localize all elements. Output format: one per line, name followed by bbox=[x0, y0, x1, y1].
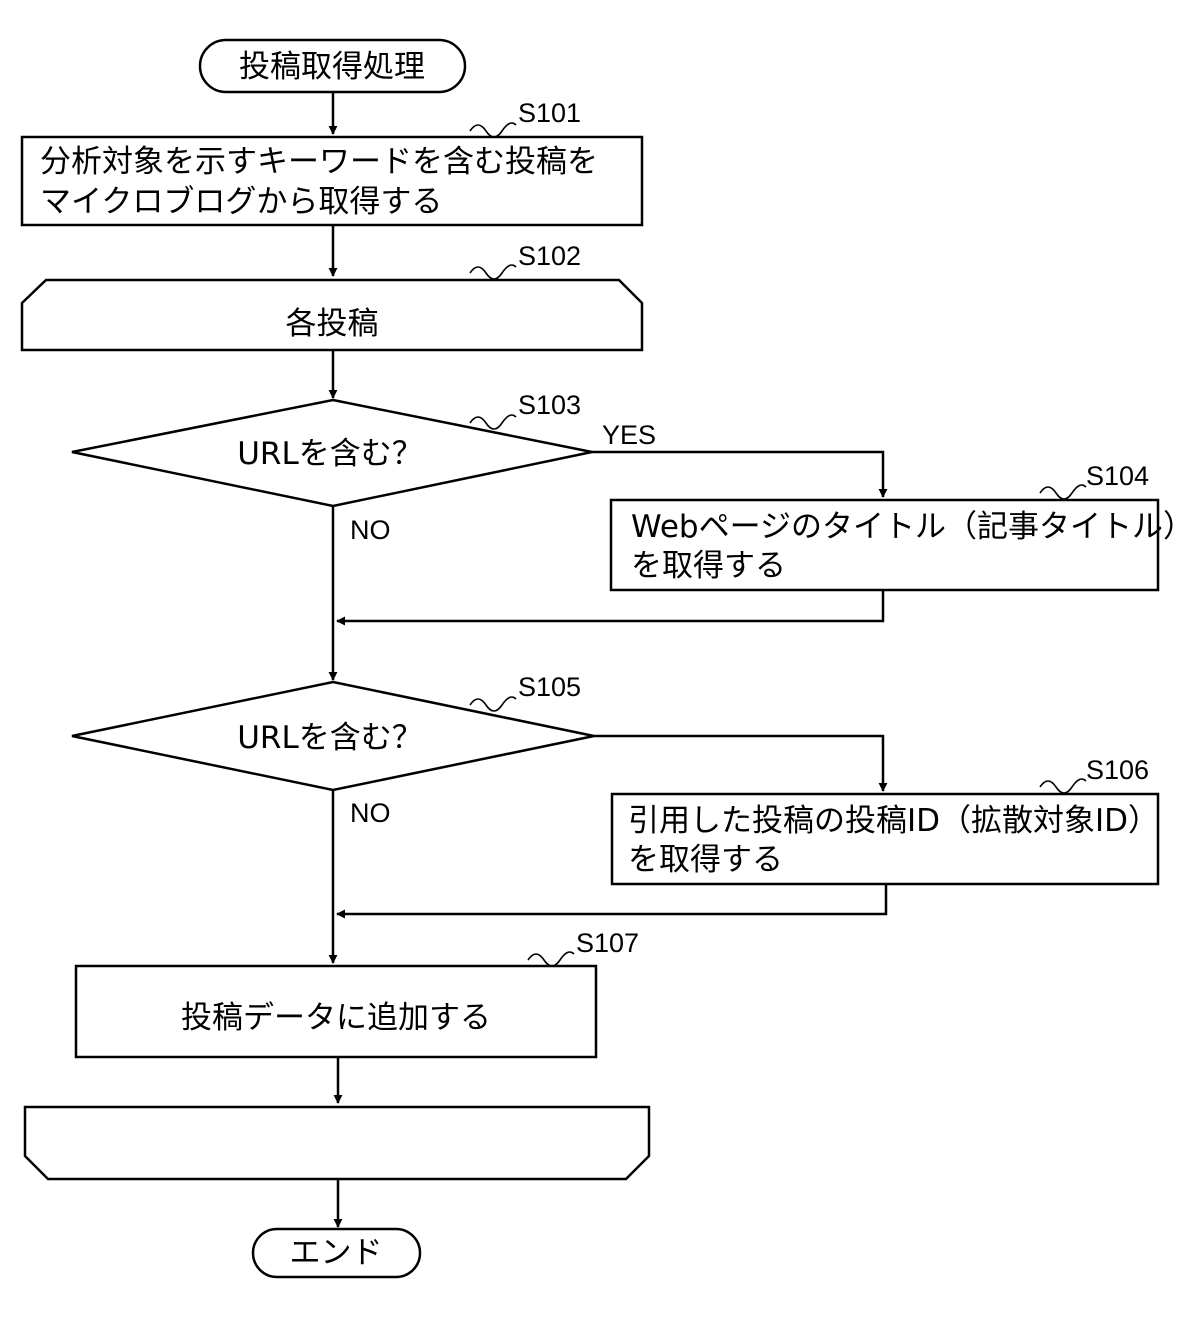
arrow-s103-yes-to-s104 bbox=[592, 452, 883, 497]
s106-line-1: 引用した投稿の投稿ID（拡散対象ID） bbox=[628, 803, 1159, 839]
s105-leader bbox=[470, 697, 516, 711]
loop-end bbox=[25, 1107, 649, 1179]
s106-id: S106 bbox=[1086, 755, 1149, 785]
step-s106: 引用した投稿の投稿ID（拡散対象ID） を取得する S106 bbox=[612, 755, 1159, 884]
s101-line-1: 分析対象を示すキーワードを含む投稿を bbox=[40, 144, 598, 180]
s107-leader bbox=[528, 952, 574, 966]
arrow-s106-return bbox=[337, 884, 886, 914]
s103-leader bbox=[470, 415, 516, 429]
s105-label: URLを含む？ bbox=[237, 720, 423, 756]
s101-line-2: マイクロブログから取得する bbox=[40, 184, 442, 220]
step-s104: Webページのタイトル（記事タイトル） を取得する S104 bbox=[611, 461, 1181, 590]
s103-yes-label: YES bbox=[602, 420, 656, 450]
s101-leader bbox=[470, 123, 516, 137]
s102-label: 各投稿 bbox=[286, 306, 379, 342]
s104-leader bbox=[1040, 485, 1086, 499]
s101-id: S101 bbox=[518, 98, 581, 128]
end-terminator: エンド bbox=[253, 1229, 420, 1277]
arrow-s105-yes-to-s106 bbox=[594, 736, 883, 791]
s106-line-2: を取得する bbox=[628, 842, 783, 878]
s103-id: S103 bbox=[518, 390, 581, 420]
start-label: 投稿取得処理 bbox=[239, 49, 425, 85]
step-s107: 投稿データに追加する S107 bbox=[76, 928, 639, 1057]
s104-line-1: Webページのタイトル（記事タイトル） bbox=[631, 509, 1181, 545]
s105-id: S105 bbox=[518, 672, 581, 702]
s102-leader bbox=[470, 265, 516, 279]
s106-leader bbox=[1040, 779, 1086, 793]
arrow-s104-return bbox=[337, 590, 883, 621]
s107-id: S107 bbox=[576, 928, 639, 958]
s105-no-label: NO bbox=[350, 798, 391, 828]
s104-line-2: を取得する bbox=[631, 548, 786, 584]
s103-label: URLを含む？ bbox=[237, 436, 423, 472]
end-label: エンド bbox=[290, 1235, 383, 1271]
s103-no-label: NO bbox=[350, 515, 391, 545]
start-terminator: 投稿取得処理 bbox=[200, 40, 465, 92]
s107-label: 投稿データに追加する bbox=[181, 1000, 491, 1036]
step-s103-decision: URLを含む？ S103 YES NO bbox=[72, 390, 656, 545]
s102-id: S102 bbox=[518, 241, 581, 271]
s104-id: S104 bbox=[1086, 461, 1149, 491]
